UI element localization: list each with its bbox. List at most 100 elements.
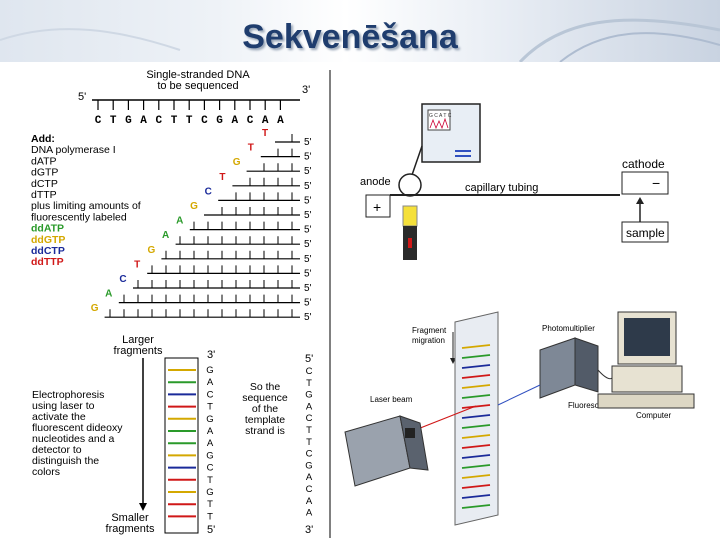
slab-band — [461, 384, 491, 389]
template-base: C — [155, 115, 162, 127]
fragment-5-prime-label: 5' — [304, 268, 312, 279]
electrophoresis-line: activate the — [32, 411, 86, 423]
gel-lane — [164, 357, 199, 534]
fragment-migration-label-2: migration — [412, 336, 445, 345]
gel-bands — [168, 369, 196, 518]
laser-aperture — [405, 428, 415, 438]
computer-base — [611, 365, 683, 393]
capillary-illustration: G C A T C anode + capillary tubing catho… — [360, 103, 669, 260]
gel-right-base: C — [306, 484, 313, 495]
slab-band — [461, 344, 491, 349]
banner-decoration — [0, 18, 720, 62]
gel-right-top-label: 5' — [305, 353, 313, 365]
fragment-terminal-base: G — [148, 245, 156, 256]
template-5-prime-label: 5' — [78, 91, 86, 103]
template-base: A — [140, 115, 147, 127]
fragment-5-prime-label: 5' — [304, 298, 312, 309]
add-list-item: dATP — [31, 155, 56, 167]
caption-line: sequence — [242, 392, 288, 404]
fluorescence-line — [497, 384, 541, 406]
fragment-5-prime-label: 5' — [304, 254, 312, 265]
fragment-5-prime-label: 5' — [304, 195, 312, 206]
cathode-label: cathode — [622, 157, 665, 171]
template-base: T — [186, 115, 193, 127]
slab-band — [461, 474, 491, 479]
fragment-5-prime-label: 5' — [304, 283, 312, 294]
gel-left-base: C — [207, 463, 214, 474]
slab-band — [461, 484, 491, 489]
anode-plus: + — [373, 199, 381, 215]
electrophoresis-line: nucleotides and a — [32, 433, 114, 445]
title-banner: Sekvenēšana — [0, 0, 720, 62]
add-list-item: fluorescently labeled — [31, 211, 127, 223]
gel-right-base: A — [306, 496, 313, 507]
gel-right-base: A — [306, 472, 313, 483]
template-3-prime-label: 3' — [302, 84, 310, 96]
computer-label: Computer — [636, 411, 671, 420]
electrophoresis-line: colors — [32, 466, 60, 478]
add-list-item: ddATP — [31, 223, 64, 235]
gel-right-base: C — [306, 449, 313, 460]
gel-left-base: G — [206, 450, 213, 461]
gel-right-base: G — [305, 390, 312, 401]
gel-left-base: G — [206, 487, 213, 498]
screen-peaks — [429, 117, 449, 130]
capillary-tubing-label: capillary tubing — [465, 182, 538, 194]
add-list-item: Add: — [31, 133, 55, 145]
larger-fragments-label-2: fragments — [114, 345, 163, 357]
fragment-5-prime-label: 5' — [304, 152, 312, 163]
template-ticks — [97, 100, 281, 110]
sample-tube-red — [408, 238, 412, 248]
gel-right-bottom-label: 3' — [305, 524, 313, 536]
template-base: A — [262, 115, 269, 127]
gel-right-base: C — [306, 413, 313, 424]
gel-right-base: C — [306, 366, 313, 377]
fragment-terminal-base: T — [248, 143, 254, 154]
caption-line: template — [245, 414, 285, 426]
photomultiplier-side — [574, 337, 599, 393]
laser-box — [344, 415, 411, 487]
caption-line: So the — [250, 381, 281, 393]
gel-slab-bands — [461, 344, 491, 509]
larger-fragments-label-1: Larger — [122, 334, 154, 346]
template-base: A — [277, 115, 284, 127]
gel-left-base: A — [207, 377, 214, 388]
fragment-5-prime-label: 5' — [304, 166, 312, 177]
slab-band — [461, 374, 491, 379]
slab-band — [461, 504, 491, 509]
screen-letters: G C A T C — [429, 113, 452, 119]
fragment-terminal-base: T — [134, 259, 140, 270]
electrophoresis-line: detector to — [32, 444, 82, 456]
gel-left-base: A — [207, 426, 214, 437]
gel-left-base: G — [206, 365, 213, 376]
gel-left-base: T — [207, 402, 213, 413]
template-base: C — [95, 115, 102, 127]
slab-band — [461, 494, 491, 499]
slab-band — [461, 424, 491, 429]
fragment-terminal-base: C — [205, 186, 212, 197]
gel-left-base: T — [207, 499, 213, 510]
add-list-item: dCTP — [31, 178, 58, 190]
add-list-item: ddGTP — [31, 234, 65, 246]
template-base: C — [247, 115, 254, 127]
add-list-item: ddCTP — [31, 245, 65, 257]
smaller-fragments-label-2: fragments — [106, 523, 155, 535]
template-base: G — [216, 115, 223, 127]
gel-right-base: A — [306, 401, 313, 412]
template-heading-line1: Single-stranded DNA — [146, 69, 250, 81]
gel-right-base: T — [306, 425, 312, 436]
gel-left-top-label: 3' — [207, 349, 215, 361]
cathode-arrow-up — [636, 197, 644, 204]
template-base: A — [231, 115, 238, 127]
slab-band — [461, 354, 491, 359]
slab-band — [461, 414, 491, 419]
slab-band — [461, 364, 491, 369]
gel-left-bottom-label: 5' — [207, 524, 215, 536]
sequencing-diagram: Single-stranded DNA to be sequenced 5' 3… — [31, 69, 695, 538]
slab-band — [461, 444, 491, 449]
electrophoresis-line: using laser to — [32, 400, 95, 412]
fragment-5-prime-label: 5' — [304, 225, 312, 236]
add-list-item: DNA polymerase I — [31, 144, 116, 156]
template-heading-line2: to be sequenced — [157, 80, 238, 92]
